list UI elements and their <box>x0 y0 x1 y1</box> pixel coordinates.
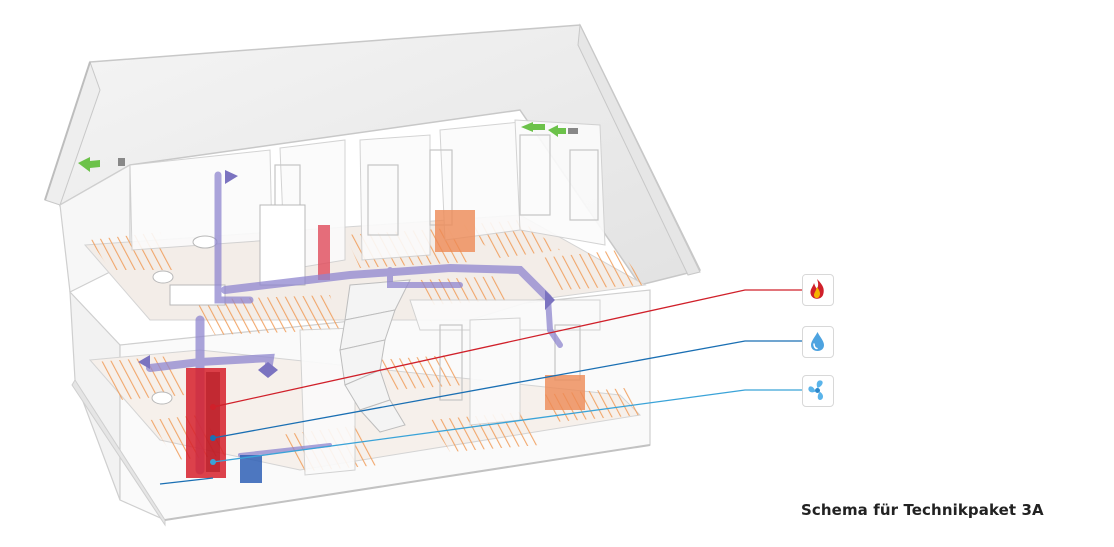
ventilation-fan-icon <box>802 375 834 407</box>
heat-pump-unit <box>186 368 262 483</box>
heating-flame-icon <box>802 274 834 306</box>
staircase <box>339 279 411 433</box>
legend-lines <box>159 289 802 485</box>
water-drop-icon <box>802 326 834 358</box>
bathroom-fixtures <box>151 204 306 405</box>
legend-dots <box>210 404 216 465</box>
roof <box>44 23 702 286</box>
radiators <box>318 210 585 410</box>
duct-outlets <box>138 170 555 378</box>
water-supply-line <box>159 477 214 485</box>
water-line <box>212 340 802 439</box>
fresh-air-arrows <box>78 122 578 172</box>
diagram-caption: Schema für Technikpaket 3A <box>801 501 1044 519</box>
heating-line <box>212 289 802 408</box>
ventilation-line <box>212 389 802 463</box>
